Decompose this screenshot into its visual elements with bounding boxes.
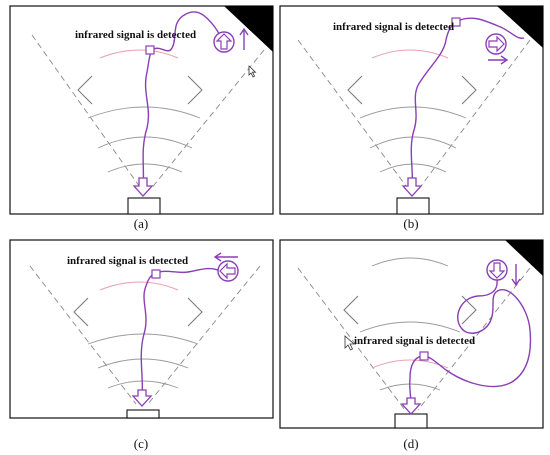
right-arrow-icon — [485, 33, 507, 55]
arc-pink — [99, 49, 179, 59]
arc-pink — [371, 49, 449, 59]
robot-path — [140, 267, 221, 401]
detection-label: infrared signal is detected — [333, 21, 454, 33]
corner-marker — [497, 6, 543, 48]
mouse-cursor-icon — [248, 65, 257, 78]
arc-gray — [87, 333, 199, 345]
mouse-cursor-icon — [344, 335, 356, 351]
receiver-box — [396, 197, 430, 215]
arc-gray — [379, 163, 447, 173]
down-arrow-icon — [401, 177, 423, 197]
corner-bracket-right — [461, 75, 477, 105]
robot-path — [409, 279, 532, 409]
corner-bracket-right — [187, 75, 203, 105]
panel-c: infrared signal is detected (c) — [9, 239, 274, 451]
detection-label: infrared signal is detected — [354, 335, 475, 347]
receiver-box — [394, 413, 428, 429]
robot-path — [410, 17, 525, 193]
arc-gray — [359, 106, 467, 119]
corner-bracket-left — [77, 75, 93, 105]
arc-gray — [107, 163, 183, 173]
cone-right-line — [149, 49, 265, 191]
corner-marker — [505, 240, 543, 276]
panel-caption: (b) — [403, 216, 418, 231]
motion-arrow-down — [511, 264, 521, 287]
arc-pink — [99, 281, 179, 291]
receiver-box — [126, 409, 160, 419]
panel-caption: (d) — [403, 436, 418, 451]
panel-caption: (a) — [134, 216, 148, 231]
motion-arrow-right — [488, 55, 509, 65]
up-arrow-icon — [213, 31, 235, 53]
down-arrow-icon — [131, 389, 153, 407]
cone-left-line — [31, 34, 143, 191]
corner-bracket-left — [343, 295, 359, 325]
receiver-box — [127, 197, 161, 215]
arc-gray — [371, 257, 449, 267]
panel-d: infrared signal is detected (d) — [279, 239, 544, 451]
robot-path — [142, 11, 225, 193]
down-arrow-icon — [486, 259, 508, 281]
left-arrow-icon — [217, 260, 239, 282]
panel-b: infrared signal is detected (b) — [279, 5, 544, 231]
detection-label: infrared signal is detected — [75, 29, 196, 41]
arc-gray — [97, 358, 189, 369]
panel-caption: (c) — [134, 436, 148, 451]
arc-gray — [87, 106, 201, 119]
corner-bracket-right — [187, 297, 203, 327]
down-arrow-icon — [400, 397, 422, 415]
corner-bracket-left — [347, 75, 363, 105]
cone-right-line — [417, 39, 531, 191]
cone-left-line — [29, 265, 137, 405]
detection-marker — [419, 351, 429, 361]
panel-a: infrared signal is detected (a) — [9, 5, 274, 231]
detection-marker — [451, 17, 461, 27]
cone-left-line — [297, 39, 410, 191]
detection-marker — [151, 269, 161, 279]
motion-arrow-left — [213, 252, 238, 262]
arc-gray — [359, 321, 461, 333]
corner-bracket-left — [73, 297, 89, 327]
corner-marker — [224, 6, 273, 52]
cone-right-line — [417, 267, 531, 411]
down-arrow-icon — [132, 177, 154, 197]
detection-marker — [145, 45, 155, 55]
motion-arrow-up — [239, 27, 249, 50]
arc-gray — [107, 380, 179, 389]
detection-label: infrared signal is detected — [67, 255, 188, 267]
